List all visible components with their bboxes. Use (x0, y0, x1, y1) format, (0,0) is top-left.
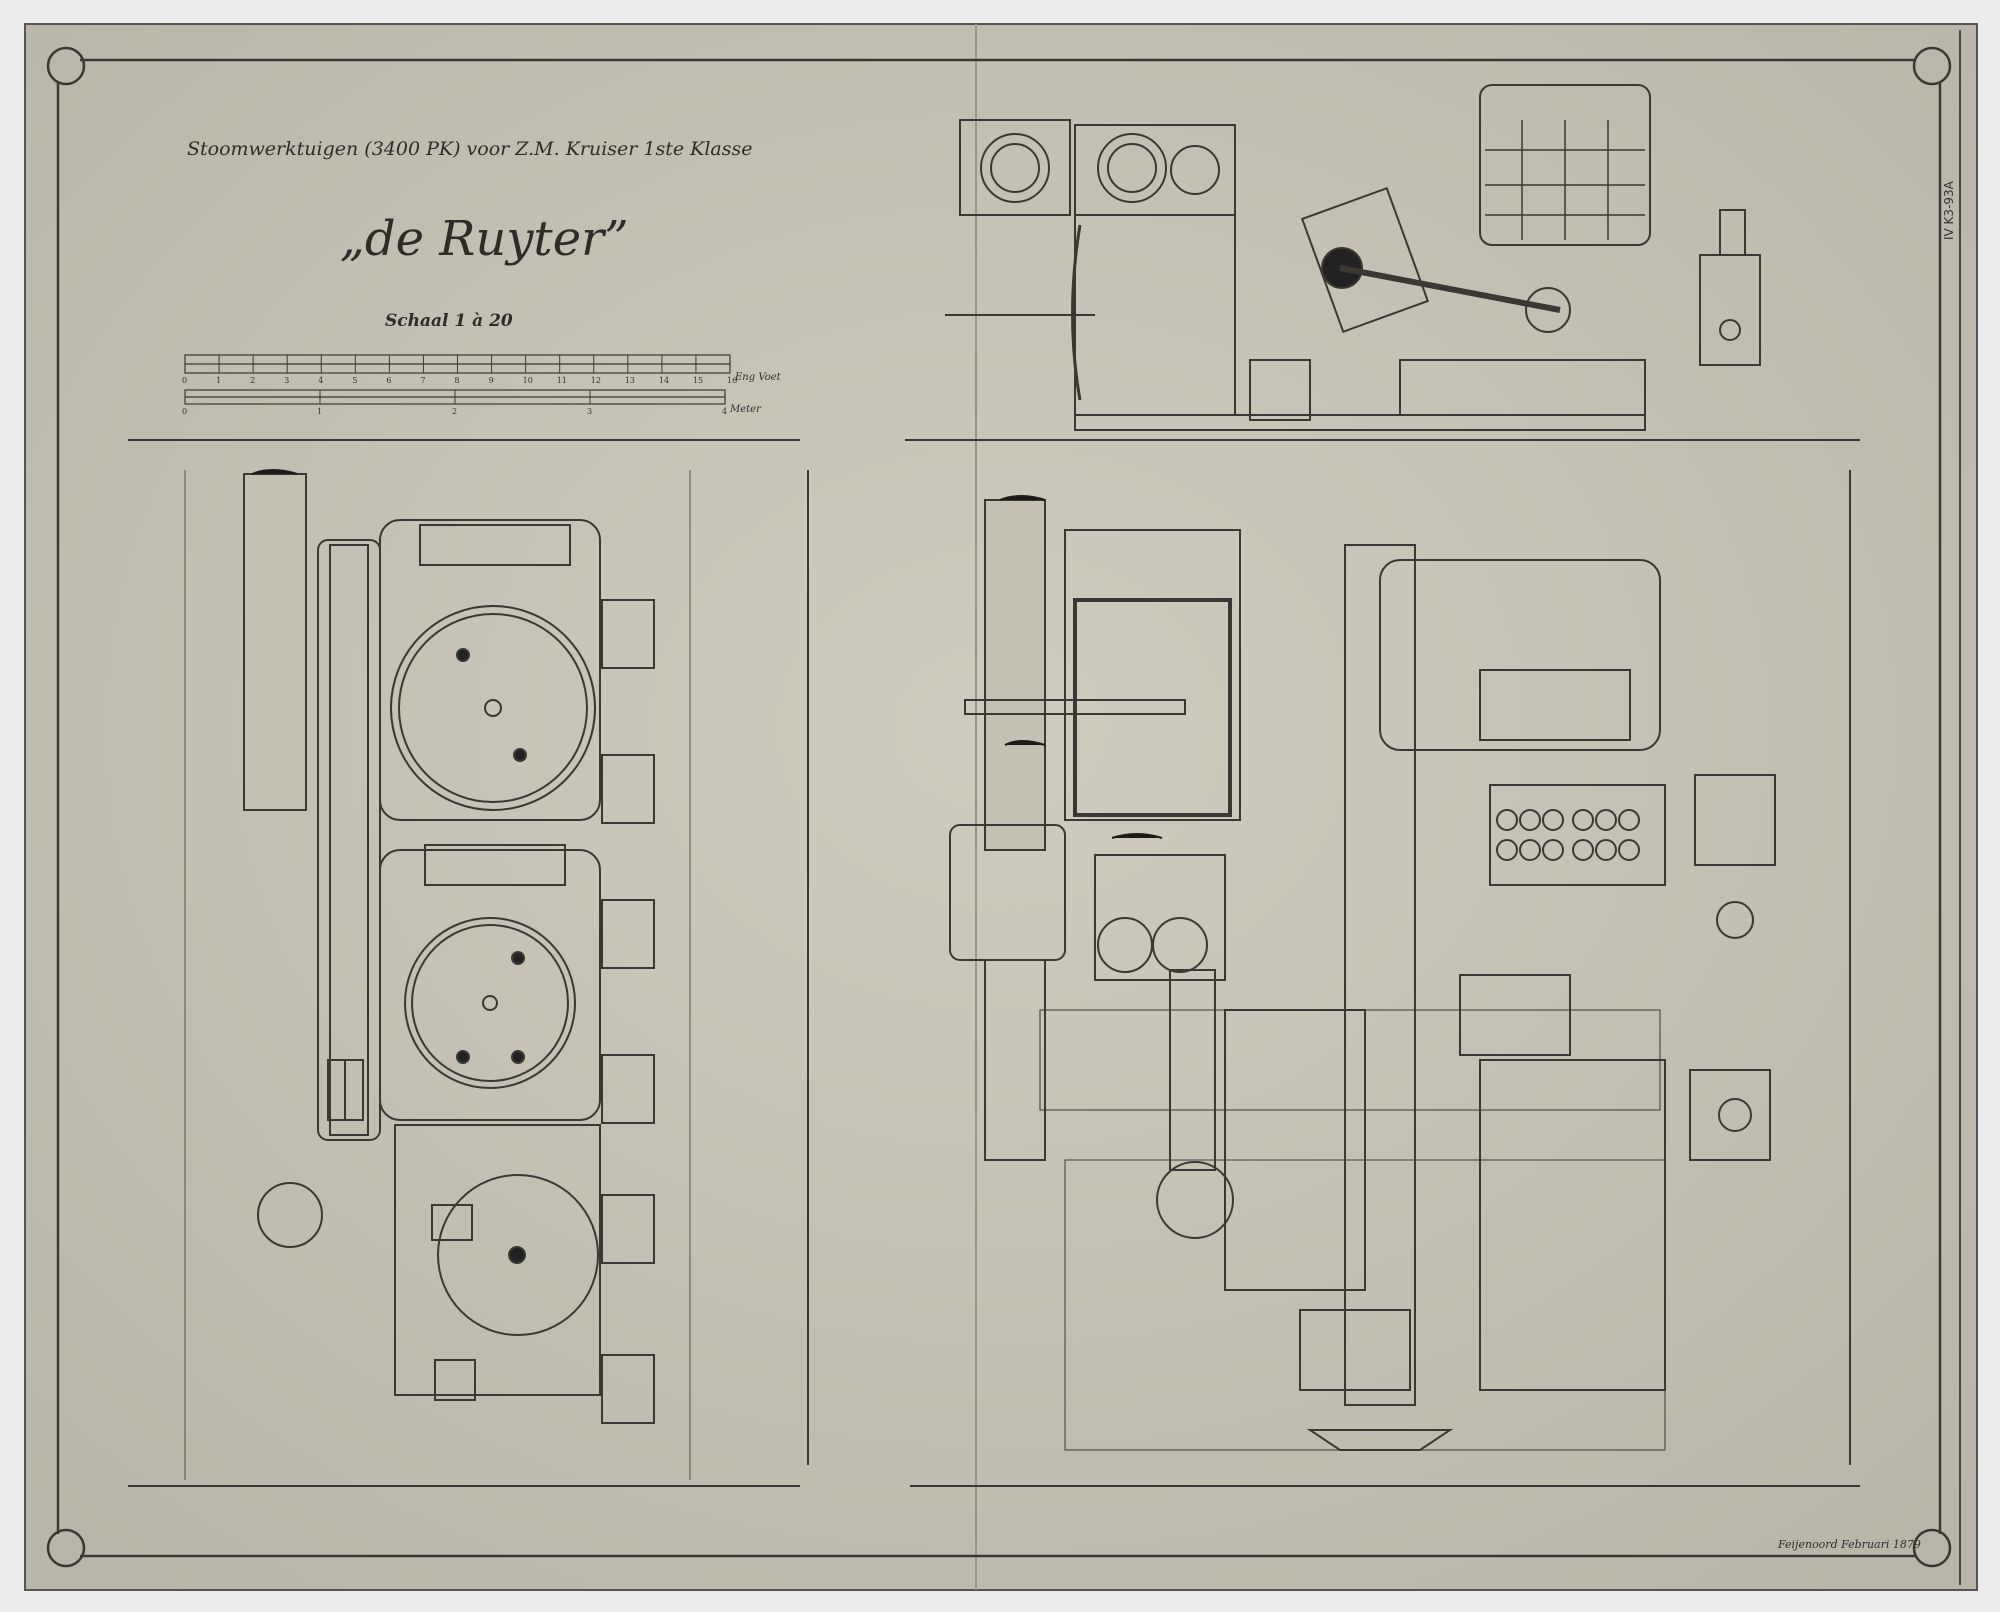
scale-tick-label: 4 (318, 376, 323, 385)
scale-tick-label: 12 (591, 376, 601, 385)
scale-tick-label: 2 (452, 407, 457, 416)
left-plan-view (184, 469, 691, 1480)
scale-unit-feet: Eng Voet (734, 372, 782, 383)
scale-tick-label: 14 (659, 376, 669, 385)
scale-label: Schaal 1 à 20 (385, 311, 513, 331)
scale-tick-label: 0 (182, 407, 187, 416)
scale-tick-label: 16 (727, 376, 737, 385)
scale-tick-label: 7 (420, 376, 425, 385)
ship-name: „de Ruyter” (340, 211, 629, 267)
archive-number: IV K3-93A (1942, 180, 1956, 240)
scale-tick-label: 4 (722, 407, 727, 416)
signature: Feijenoord Februari 1879 (1777, 1538, 1921, 1551)
scale-tick-label: 9 (489, 376, 494, 385)
scale-unit-meter: Meter (729, 404, 762, 415)
scale-tick-label: 11 (557, 376, 567, 385)
border-frame (46, 46, 1952, 1568)
scale-tick-label: 1 (216, 376, 221, 385)
engine-plan-view (949, 470, 1851, 1465)
scale-tick-label: 3 (284, 376, 289, 385)
scale-tick-label: 13 (625, 376, 635, 385)
scale-tick-label: 15 (693, 376, 703, 385)
scale-tick-label: 6 (386, 376, 391, 385)
scale-tick-label: 8 (455, 376, 460, 385)
scale-tick-label: 10 (523, 376, 533, 385)
scale-tick-label: 0 (182, 376, 187, 385)
scale-tick-label: 3 (587, 407, 592, 416)
side-elevation (945, 84, 1761, 431)
drawing-title: Stoomwerktuigen (3400 PK) voor Z.M. Krui… (187, 138, 753, 160)
scale-tick-label: 2 (250, 376, 255, 385)
scale-tick-label: 5 (352, 376, 357, 385)
scale-tick-label: 1 (317, 407, 322, 416)
